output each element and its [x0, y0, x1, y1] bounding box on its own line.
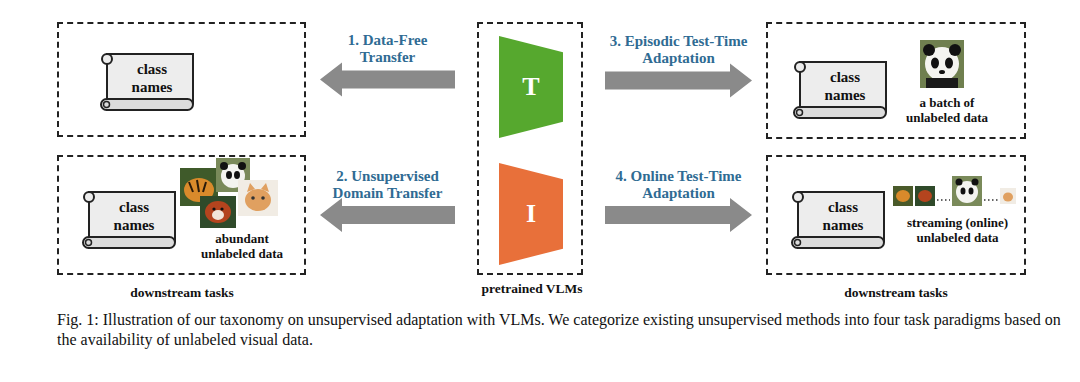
scroll-label: class names	[103, 199, 165, 234]
task-panel: abundant unlabeled data class names	[57, 155, 306, 275]
vlm-panel: pretrained VLMsTI	[477, 22, 583, 275]
scroll-label: class names	[812, 199, 874, 234]
class-names-scroll: class names	[790, 187, 890, 252]
cat-photo	[238, 180, 278, 216]
arrow-label: 4. Online Test-Time Adaptation	[596, 168, 761, 203]
task-panel: streaming (online) unlabeled data class n…	[766, 155, 1026, 275]
data-caption: streaming (online) unlabeled data	[895, 216, 1020, 246]
encoder-letter: T	[522, 72, 539, 102]
block-arrow	[605, 198, 752, 232]
block-arrow	[320, 198, 455, 232]
scroll-label: class names	[121, 61, 183, 96]
image-encoder: I	[499, 163, 563, 265]
column-label: downstream tasks	[130, 285, 234, 301]
class-names-scroll: class names	[792, 57, 892, 122]
encoder-letter: I	[526, 199, 536, 229]
panel-heading: pretrained VLMs	[439, 281, 625, 297]
arrow-label: 2. Unsupervised Domain Transfer	[323, 168, 453, 203]
panda-photo	[920, 40, 964, 88]
block-arrow	[605, 64, 752, 98]
data-caption: abundant unlabeled data	[192, 232, 292, 262]
task-panel: a batch of unlabeled data class names	[766, 22, 1026, 139]
class-names-scroll: class names	[81, 187, 181, 252]
scroll-label: class names	[814, 69, 876, 104]
data-caption: a batch of unlabeled data	[897, 96, 997, 126]
class-names-scroll: class names	[99, 49, 199, 114]
column-label: downstream tasks	[844, 285, 948, 301]
figure-caption: Fig. 1: Illustration of our taxonomy on …	[57, 310, 1067, 350]
stream-photos	[893, 176, 1016, 206]
text-encoder: T	[499, 36, 563, 138]
arrow-label: 3. Episodic Test-Time Adaptation	[591, 33, 766, 68]
arrow-label: 1. Data-Free Transfer	[333, 32, 443, 67]
red-panda-photo	[200, 196, 236, 228]
block-arrow	[320, 63, 455, 97]
task-panel: class names	[57, 22, 306, 137]
